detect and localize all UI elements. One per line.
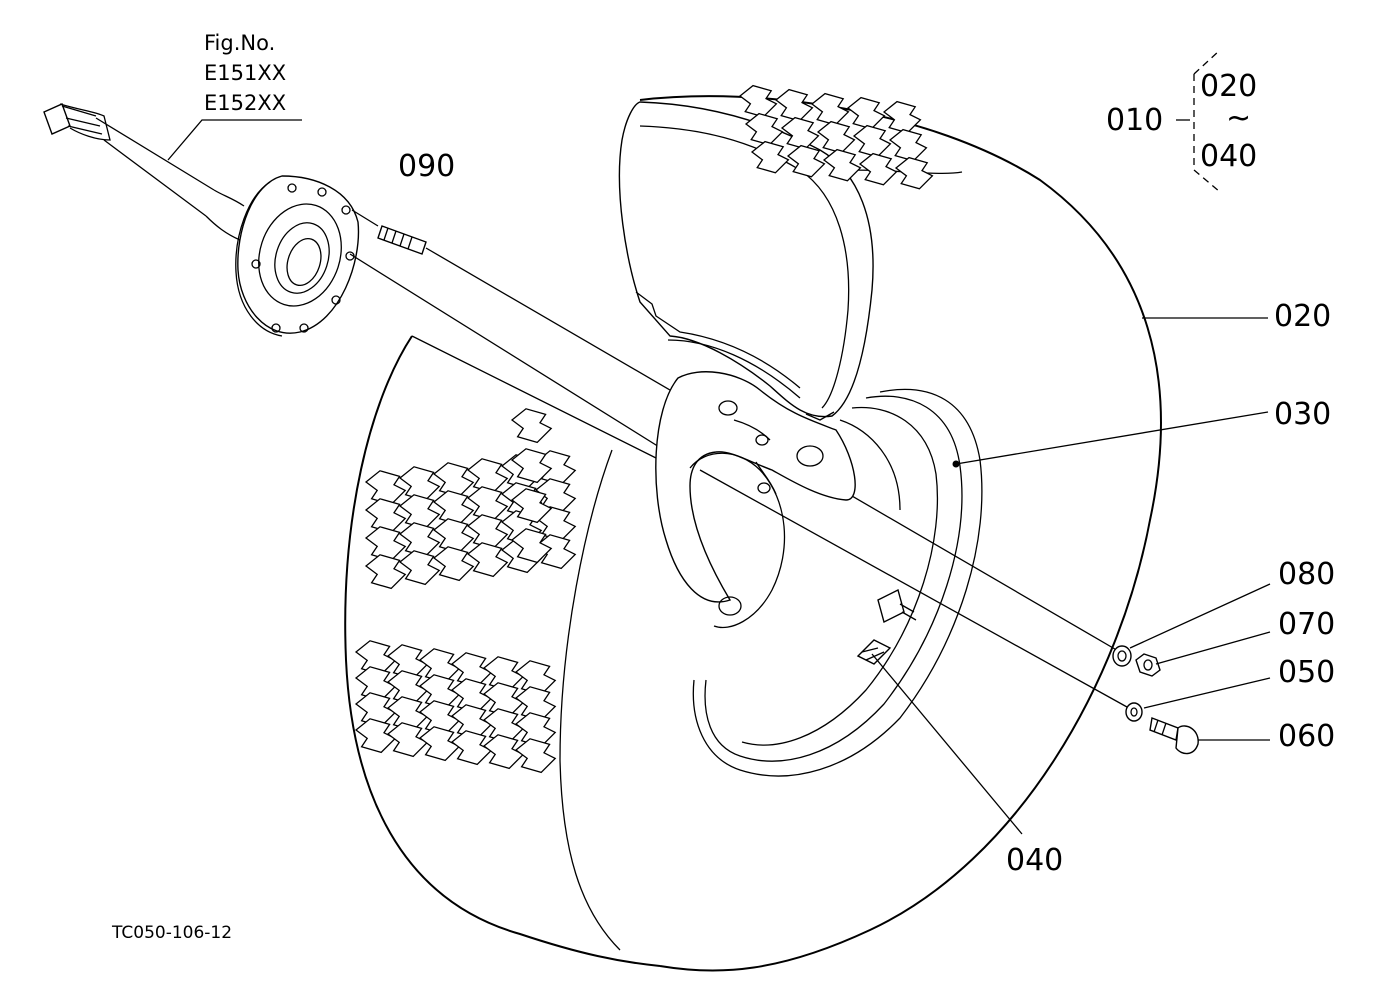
fig-no-label: Fig.No.: [204, 31, 275, 55]
tread-lug: [364, 470, 407, 506]
axle-shaft: [43, 103, 360, 337]
tread-lug: [774, 88, 814, 122]
callout-080: 080: [1278, 557, 1335, 592]
callout-060: 060: [1278, 719, 1335, 754]
lock-washer-080: [1112, 645, 1132, 667]
tread-lug: [514, 660, 557, 696]
callout-group-top: 020: [1200, 69, 1257, 104]
tread-lug: [398, 466, 441, 502]
tread-lug: [780, 116, 820, 150]
tread-lug: [534, 506, 577, 542]
tread-lug: [738, 84, 778, 118]
leader-lines: [871, 49, 1271, 835]
washer-050: [1125, 702, 1143, 722]
tread-lug: [514, 686, 557, 722]
tread-lug: [398, 550, 441, 586]
tread-lug: [514, 712, 557, 748]
tread-lug: [882, 100, 922, 134]
tread-lug: [364, 526, 407, 562]
tread-lug: [858, 152, 898, 186]
tread-lug: [466, 486, 509, 522]
tread-lug: [744, 112, 784, 146]
tread-lug: [364, 554, 407, 590]
callout-070: 070: [1278, 607, 1335, 642]
tread-lug: [510, 488, 553, 524]
stud-bolt-090: [377, 225, 427, 255]
tread-lug: [364, 498, 407, 534]
tread-lug: [432, 518, 475, 554]
tread-pattern-upper: [738, 84, 934, 190]
drawing-code: TC050-106-12: [111, 923, 232, 943]
callout-030: 030: [1274, 397, 1331, 432]
tread-lug: [852, 124, 892, 158]
tread-lug: [822, 148, 862, 182]
tread-lug: [894, 156, 934, 190]
nut-070: [1135, 653, 1161, 677]
tread-lug: [534, 478, 577, 514]
bolt-060: [1149, 717, 1199, 755]
tread-lug: [432, 462, 475, 498]
tread-lug: [432, 490, 475, 526]
wheel-rim-030: [655, 371, 983, 777]
fig-code-2: E152XX: [204, 91, 286, 115]
callout-090: 090: [398, 149, 455, 184]
tread-lug: [398, 522, 441, 558]
callout-010: 010: [1106, 103, 1163, 138]
tread-lug: [810, 92, 850, 126]
callout-group-bottom: 040: [1200, 139, 1257, 174]
callout-040: 040: [1006, 843, 1063, 878]
tread-lug: [510, 528, 553, 564]
tread-lug: [514, 738, 557, 774]
figure-number-block: Fig.No. E151XX E152XX: [204, 31, 286, 115]
tread-lug: [786, 144, 826, 178]
tread-pattern-lower: [354, 408, 577, 774]
tread-lug: [466, 514, 509, 550]
fig-code-1: E151XX: [204, 61, 286, 85]
tire-outer: [344, 95, 1162, 972]
tread-lug: [846, 96, 886, 130]
tread-lug: [398, 494, 441, 530]
callout-050: 050: [1278, 655, 1335, 690]
tread-lug: [466, 542, 509, 578]
tread-lug: [816, 120, 856, 154]
tread-lug: [888, 128, 928, 162]
tread-lug: [534, 534, 577, 570]
tread-lug: [432, 546, 475, 582]
callout-020: 020: [1274, 299, 1331, 334]
tread-lug: [750, 140, 790, 174]
tread-lug: [510, 408, 553, 444]
tread-lug: [466, 458, 509, 494]
callout-group-tilde: ~: [1226, 101, 1251, 136]
tread-lug: [510, 448, 553, 484]
